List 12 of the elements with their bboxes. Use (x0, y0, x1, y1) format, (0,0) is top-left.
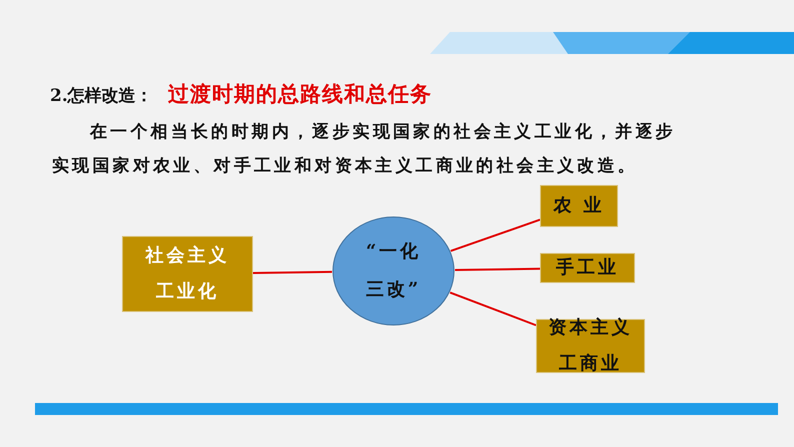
label-box: 社会主义工业化 (122, 236, 253, 312)
heading-prefix: 2.怎样改造： (50, 85, 153, 107)
label-box: 农 业 (540, 185, 618, 227)
connector-line (450, 218, 540, 252)
paragraph: 在一个相当长的时期内，逐步实现国家的社会主义工业化，并逐步实现国家对农业、对手工业和对资本主义工商业的社会主义改造。 (52, 121, 677, 178)
label-box: 手工业 (540, 253, 635, 283)
connector-line (252, 270, 332, 274)
connector-line (454, 268, 540, 272)
connector-line (450, 292, 536, 326)
title: 过渡时期的总路线和总任务 (168, 80, 432, 108)
label-box: 资本主义工商业 (536, 319, 645, 373)
circle-label: “一化三改” (364, 240, 422, 302)
